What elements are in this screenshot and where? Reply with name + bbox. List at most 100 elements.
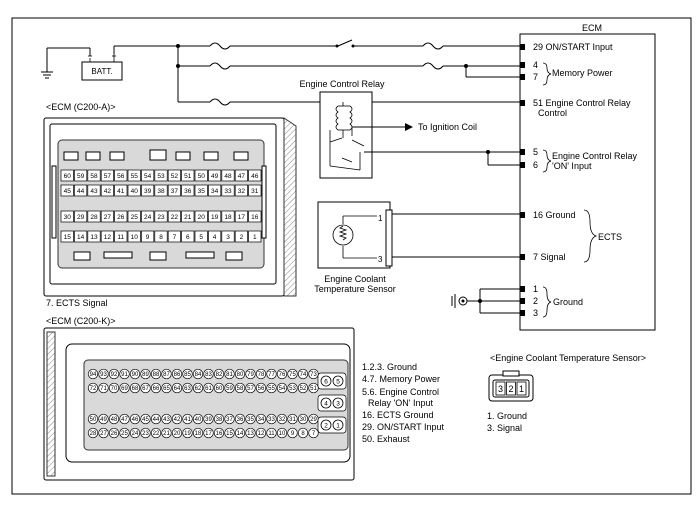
connector-k-side-pin-label: 2	[324, 423, 328, 430]
connector-k-pin-label: 61	[205, 386, 212, 392]
ecm-pin-7-label: 7	[533, 72, 538, 82]
connector-a-pin-label: 40	[131, 188, 139, 195]
connector-a-pin	[167, 184, 181, 197]
connector-k-pin-label: 70	[111, 386, 118, 392]
sensor-connector-terminal	[385, 209, 393, 267]
ecm-ground-1-label: 1	[533, 284, 538, 294]
connector-k-pin	[108, 382, 120, 394]
ecm-pin-4-label: 4	[533, 60, 538, 70]
connector-k-pin-label: 46	[132, 417, 139, 423]
battery-label: BATT.	[91, 67, 112, 76]
coolant-temp-sensor	[317, 201, 391, 269]
connector-a-pin-label: 32	[238, 188, 246, 195]
connector-k-pin	[161, 382, 172, 394]
connector-k-pin-label: 64	[174, 386, 181, 392]
connector-k-pin	[87, 368, 99, 380]
connector-k-pin-label: 81	[226, 372, 233, 378]
connector-a-pin	[60, 169, 74, 182]
connector-k-pin-label: 22	[153, 431, 160, 437]
battery-ground-icon	[41, 47, 91, 79]
connector-a-pin-label: 10	[131, 234, 139, 241]
connector-a-pin	[127, 184, 141, 197]
connector-k-pin-label: 29	[310, 417, 317, 423]
connector-k-side-pin	[320, 397, 332, 409]
connector-a-pin-label: 42	[104, 188, 112, 195]
connector-k-pin-label: 69	[121, 386, 128, 392]
connector-k-pin	[150, 382, 162, 394]
connector-k-pin-label: 12	[258, 431, 265, 437]
connector-a-pin-label: 17	[238, 214, 246, 221]
sensor-connector-pin	[516, 381, 527, 396]
connector-a-pin-label: 41	[117, 188, 125, 195]
connector-k-legend-item: Relay 'ON' Input	[368, 398, 433, 408]
connector-k-pin	[276, 413, 288, 425]
connector-k-pin	[297, 427, 309, 439]
connector-a-pin	[194, 230, 208, 243]
connector-a-pin-label: 15	[64, 234, 72, 241]
connector-k-legend-item: 50. Exhaust	[362, 434, 410, 444]
connector-k-pin	[140, 368, 151, 380]
connector-k-pin-label: 33	[268, 417, 275, 423]
connector-a-pin-label: 29	[77, 214, 85, 221]
connector-a-pin-label: 51	[184, 173, 192, 180]
connector-k-title: <ECM (C200-K)>	[46, 316, 116, 326]
connector-k-pin-label: 91	[121, 372, 128, 378]
connector-k-pin-label: 66	[153, 386, 160, 392]
connector-a-pin-label: 44	[77, 188, 85, 195]
connector-k-pin-label: 18	[195, 431, 202, 437]
connector-a-pin-label: 4	[213, 234, 217, 241]
connector-k-pin-label: 58	[237, 386, 244, 392]
connector-k-pin-label: 87	[163, 372, 170, 378]
connector-a-pin-label: 26	[117, 214, 125, 221]
connector-k-pin	[192, 413, 204, 425]
connector-a-pin	[181, 169, 195, 182]
connector-a-pin-label: 13	[90, 234, 98, 241]
chassis-ground-icon	[451, 294, 480, 308]
connector-a-pin-label: 22	[171, 214, 179, 221]
ecm-ground-2-label: 2	[533, 296, 538, 306]
connector-k-pin-label: 16	[216, 431, 223, 437]
connector-k-pin	[203, 427, 214, 439]
to-ignition-coil-label: To Ignition Coil	[418, 122, 477, 132]
connector-k-pin-label: 11	[268, 431, 275, 437]
connector-a-pin-label: 5	[199, 234, 203, 241]
ecm-pin-29-label: 29 ON/START Input	[533, 42, 613, 52]
sensor-connector-pin	[506, 381, 516, 396]
connector-k-pin	[150, 368, 162, 380]
connector-k-pin	[150, 413, 162, 425]
connector-a-pin	[114, 230, 128, 243]
connector-k-pin	[98, 413, 109, 425]
connector-k-pin	[140, 382, 151, 394]
connector-a-pin	[234, 184, 248, 197]
connector-a-pin-label: 21	[184, 214, 192, 221]
connector-k-pin-label: 90	[132, 372, 139, 378]
connector-a-pin-label: 37	[171, 188, 179, 195]
connector-k-pin	[234, 413, 246, 425]
connector-k-pin	[245, 368, 256, 380]
connector-k-legend-item: 5.6. Engine Control	[362, 387, 439, 397]
connector-k-pin-label: 53	[289, 386, 296, 392]
connector-k-pin	[255, 382, 267, 394]
ects-group-label: ECTS	[598, 232, 622, 242]
sensor-name-2: Temperature Sensor	[314, 284, 396, 294]
connector-k-pin-label: 34	[258, 417, 265, 423]
connector-a-pin-label: 47	[238, 173, 246, 180]
ecm-pin-5-label: 5	[533, 147, 538, 157]
connector-k-pin-label: 82	[216, 372, 223, 378]
connector-k-pin-label: 24	[132, 431, 139, 437]
connector-k-pin-label: 88	[153, 372, 160, 378]
connector-a-pin-label: 56	[117, 173, 125, 180]
connector-k-pin	[213, 427, 225, 439]
connector-a-pin-label: 59	[77, 173, 85, 180]
connector-k-pin-label: 44	[153, 417, 160, 423]
connector-k-pin-label: 78	[258, 372, 265, 378]
connector-a-pin	[114, 184, 128, 197]
connector-k-pin-label: 40	[195, 417, 202, 423]
connector-k-pin	[276, 368, 288, 380]
connector-a-pin	[141, 210, 155, 223]
connector-a-pin	[194, 169, 208, 182]
connector-a-pin	[74, 210, 88, 223]
connector-k-pin	[129, 413, 141, 425]
